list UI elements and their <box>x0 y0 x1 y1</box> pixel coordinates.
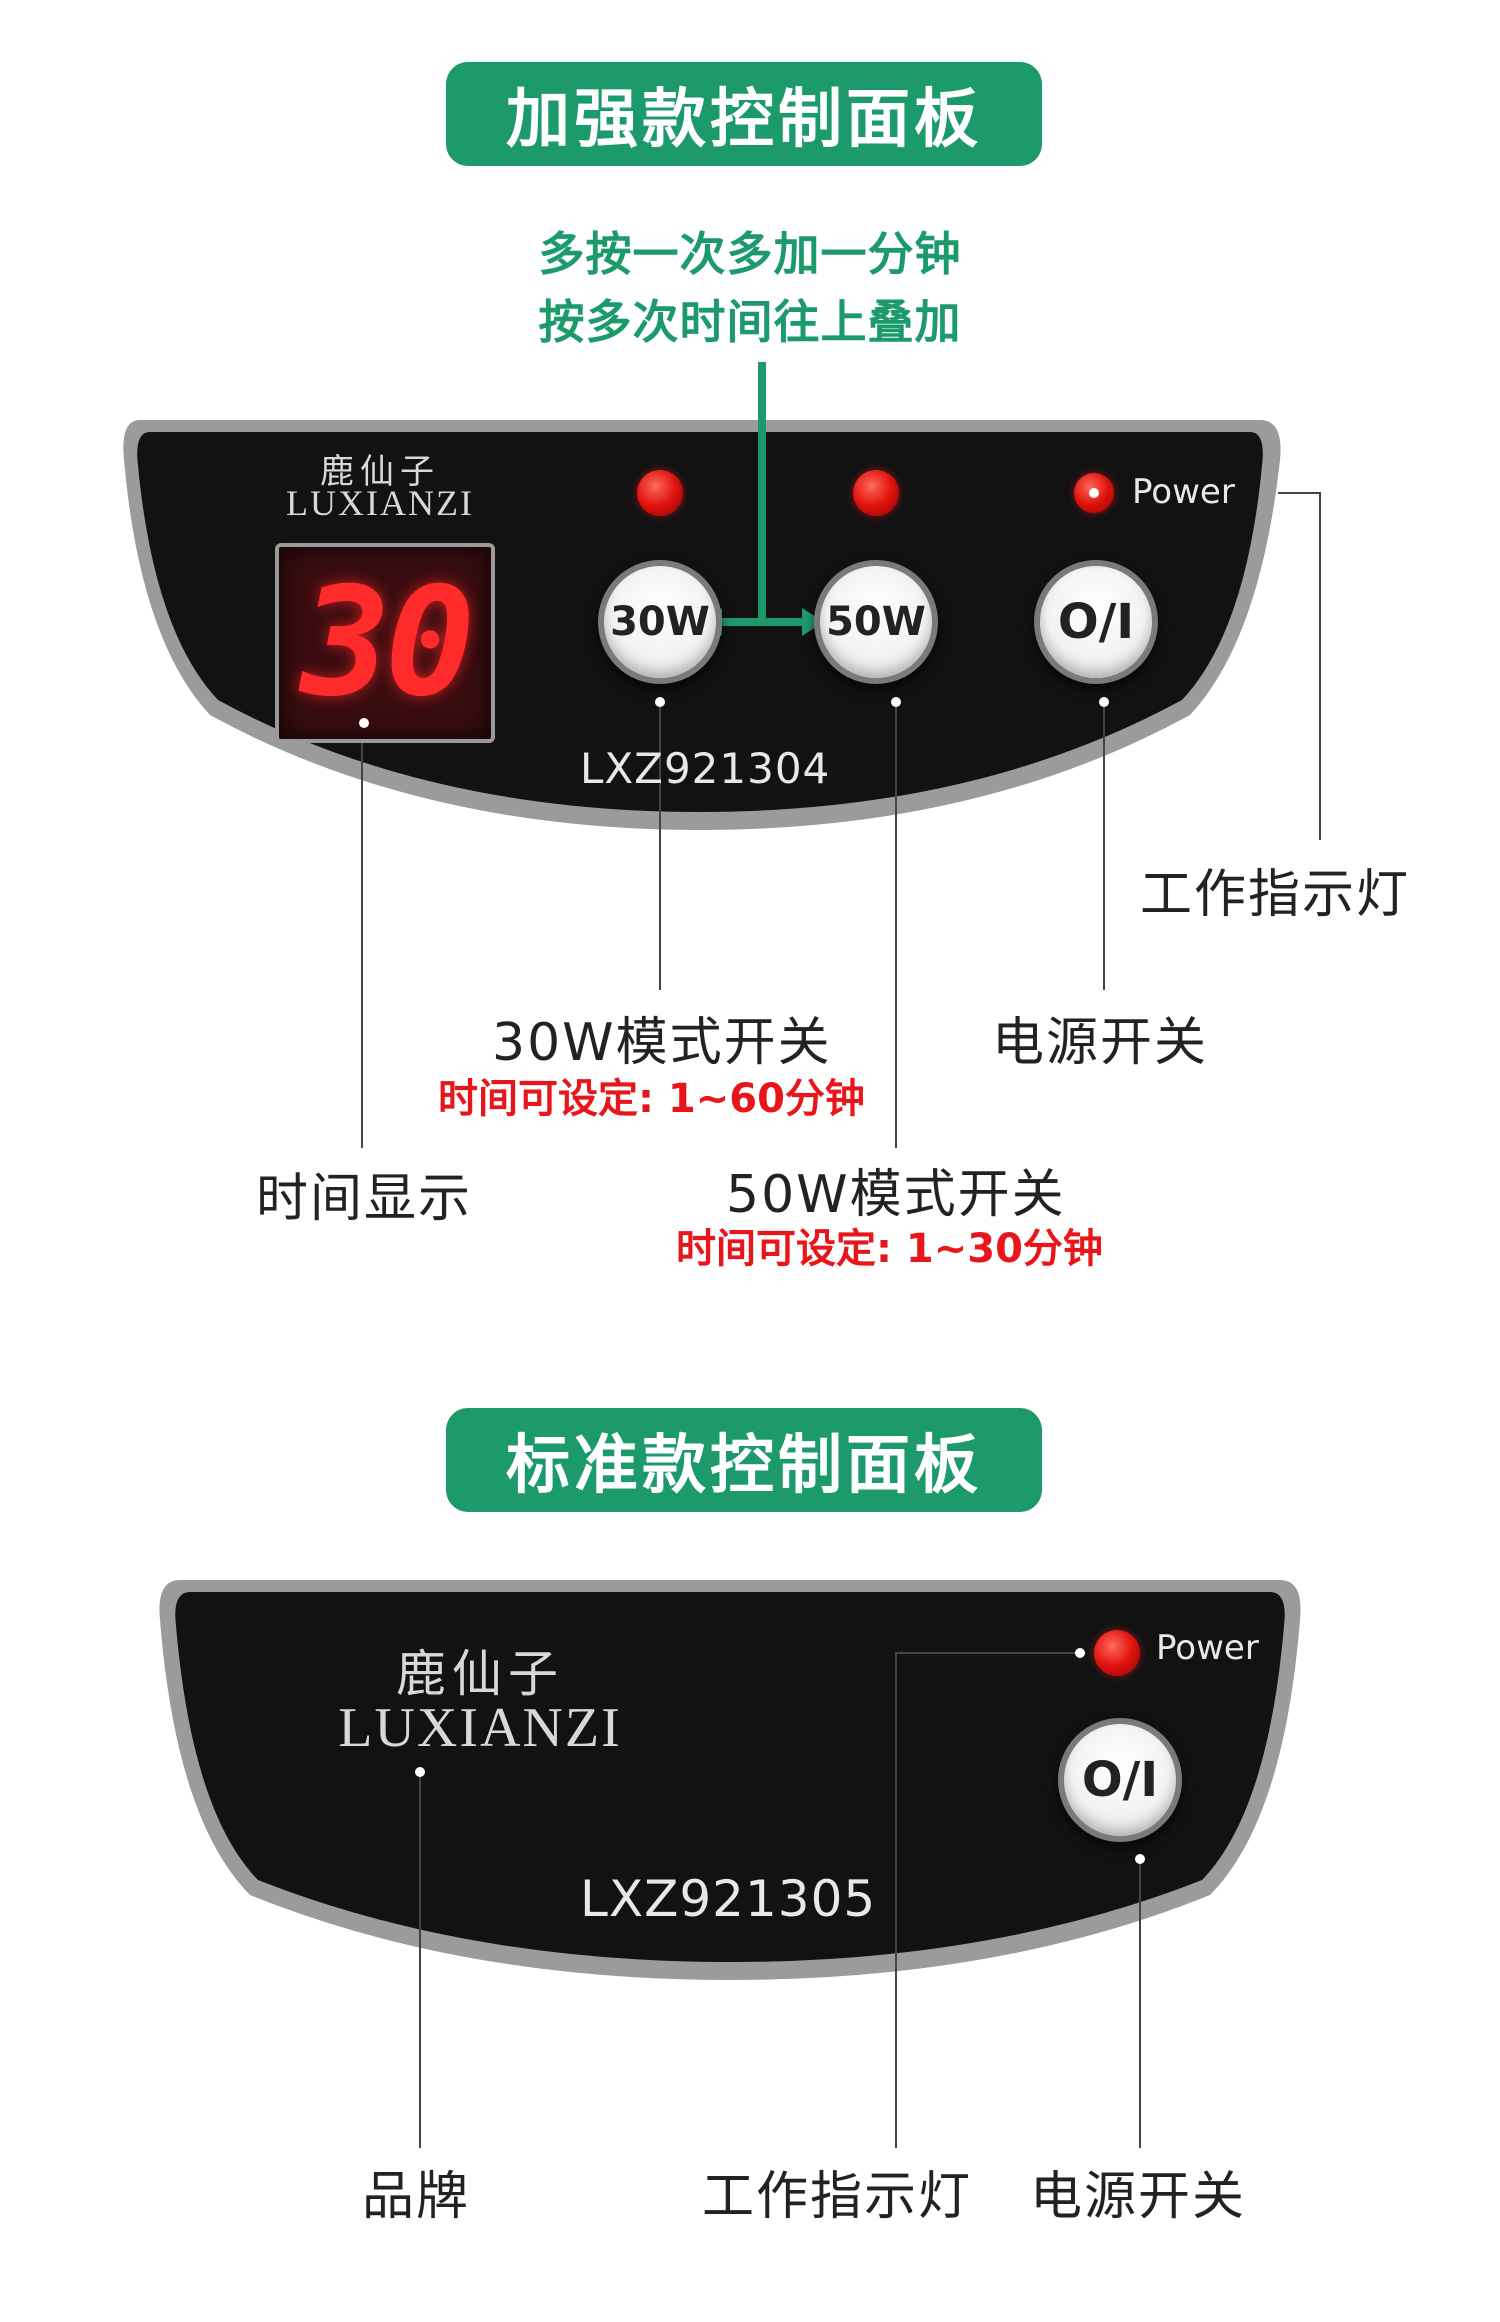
standard-power-button[interactable]: O/I <box>1058 1718 1182 1842</box>
time-display: 30 <box>275 543 495 743</box>
standard-label-indicator-light: 工作指示灯 <box>702 2167 973 2227</box>
enhanced-model-number: LXZ921304 <box>580 744 831 793</box>
enhanced-note-line2: 按多次时间往上叠加 <box>538 295 962 349</box>
label-30w-mode: 30W模式开关 <box>492 1013 832 1073</box>
led-30w-indicator <box>637 470 683 516</box>
enhanced-brand-en: LUXIANZI <box>286 483 474 523</box>
label-indicator-light: 工作指示灯 <box>1140 865 1411 925</box>
50w-callout-dot <box>891 697 901 707</box>
label-30w-time: 时间可设定: 1~60分钟 <box>438 1076 865 1122</box>
label-50w-time: 时间可设定: 1~30分钟 <box>676 1226 1103 1272</box>
power-button[interactable]: O/I <box>1034 560 1158 684</box>
30w-mode-button[interactable]: 30W <box>598 560 722 684</box>
enhanced-note-line1: 多按一次多加一分钟 <box>538 227 962 281</box>
50w-mode-button[interactable]: 50W <box>814 560 938 684</box>
standard-power-callout-dot <box>1135 1854 1145 1864</box>
indicator-callout-dot <box>1075 1648 1085 1658</box>
display-callout-dot <box>359 718 369 728</box>
30w-callout-dot <box>655 697 665 707</box>
standard-section-title: 标准款控制面板 <box>446 1408 1042 1512</box>
standard-power-indicator-led <box>1094 1630 1140 1676</box>
standard-panel-body <box>175 1592 1285 1962</box>
label-time-display: 时间显示 <box>256 1169 473 1229</box>
standard-power-led-label: Power <box>1156 1628 1259 1668</box>
power-callout-dot <box>1099 697 1109 707</box>
label-power-switch: 电源开关 <box>992 1013 1209 1073</box>
standard-brand-en: LUXIANZI <box>338 1697 622 1759</box>
led-50w-indicator <box>853 470 899 516</box>
label-brand: 品牌 <box>362 2167 471 2227</box>
power-led-dot <box>1089 488 1099 498</box>
brand-callout-dot <box>415 1767 425 1777</box>
power-led-label: Power <box>1132 472 1235 512</box>
label-50w-mode: 50W模式开关 <box>726 1165 1066 1225</box>
standard-label-power-switch: 电源开关 <box>1030 2167 1247 2227</box>
enhanced-brand-cn: 鹿仙子 <box>320 452 440 492</box>
enhanced-section-title: 加强款控制面板 <box>446 62 1042 166</box>
standard-brand-cn: 鹿仙子 <box>396 1645 564 1703</box>
standard-model-number: LXZ921305 <box>580 1870 877 1928</box>
